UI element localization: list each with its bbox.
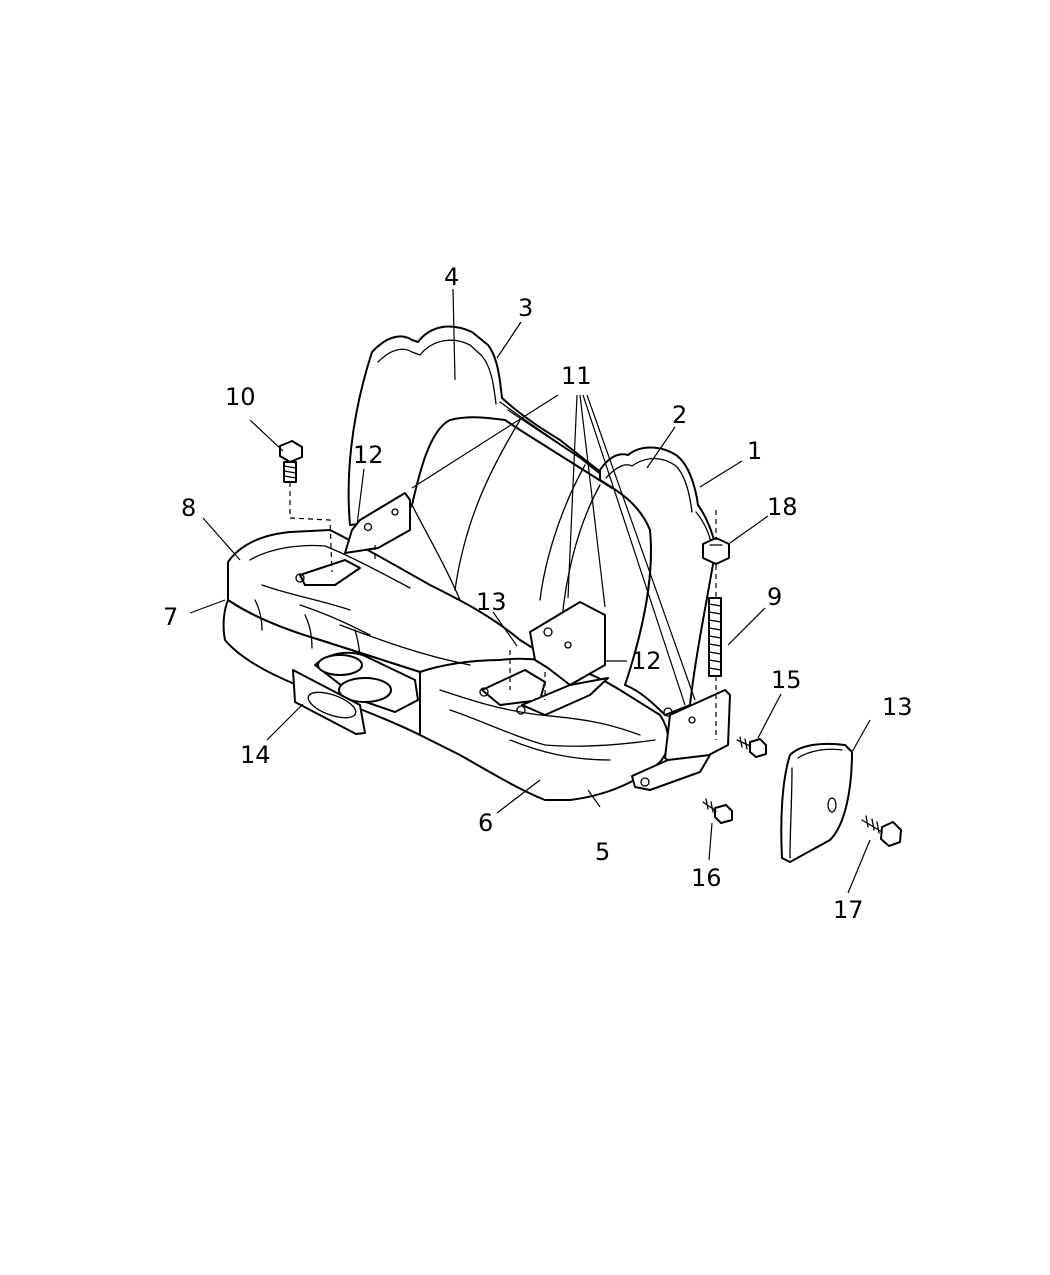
- nut-18: [702, 537, 730, 565]
- callout-labels: 1 2 3 4 5 6 7 8 9 10 11 12 12 13 13 14 1…: [163, 263, 913, 924]
- cup-holder-tray: [292, 651, 419, 735]
- callout-13-right: 13: [882, 693, 913, 721]
- callout-1: 1: [747, 437, 762, 465]
- right-bracket: [631, 689, 731, 791]
- center-bracket: [479, 601, 609, 716]
- alignment-lines: [289, 482, 717, 740]
- callout-12-left: 12: [353, 441, 384, 469]
- callout-18: 18: [767, 493, 798, 521]
- seat-back-right-cushion: [599, 446, 717, 716]
- callout-7: 7: [163, 603, 178, 631]
- bolt-10: [279, 440, 303, 483]
- stud-9: [708, 597, 722, 677]
- callout-6: 6: [478, 809, 493, 837]
- callout-13-left: 13: [476, 588, 507, 616]
- callout-3: 3: [518, 294, 533, 322]
- callout-8: 8: [181, 494, 196, 522]
- callout-16: 16: [691, 864, 722, 892]
- left-bracket: [295, 492, 411, 586]
- callout-5: 5: [595, 838, 610, 866]
- seat-back-frame: [347, 325, 717, 716]
- callout-15: 15: [771, 666, 802, 694]
- callout-9: 9: [767, 583, 782, 611]
- callout-14: 14: [240, 741, 271, 769]
- bolt-17: [861, 815, 902, 847]
- callout-11: 11: [561, 362, 592, 390]
- screw-15: [736, 736, 767, 758]
- leader-lines: [189, 288, 871, 894]
- screw-16: [702, 798, 733, 824]
- callout-2: 2: [672, 401, 687, 429]
- callout-12-right: 12: [631, 647, 662, 675]
- callout-17: 17: [833, 896, 864, 924]
- trim-cover-13: [780, 742, 853, 863]
- callout-10: 10: [225, 383, 256, 411]
- callout-4: 4: [444, 263, 459, 291]
